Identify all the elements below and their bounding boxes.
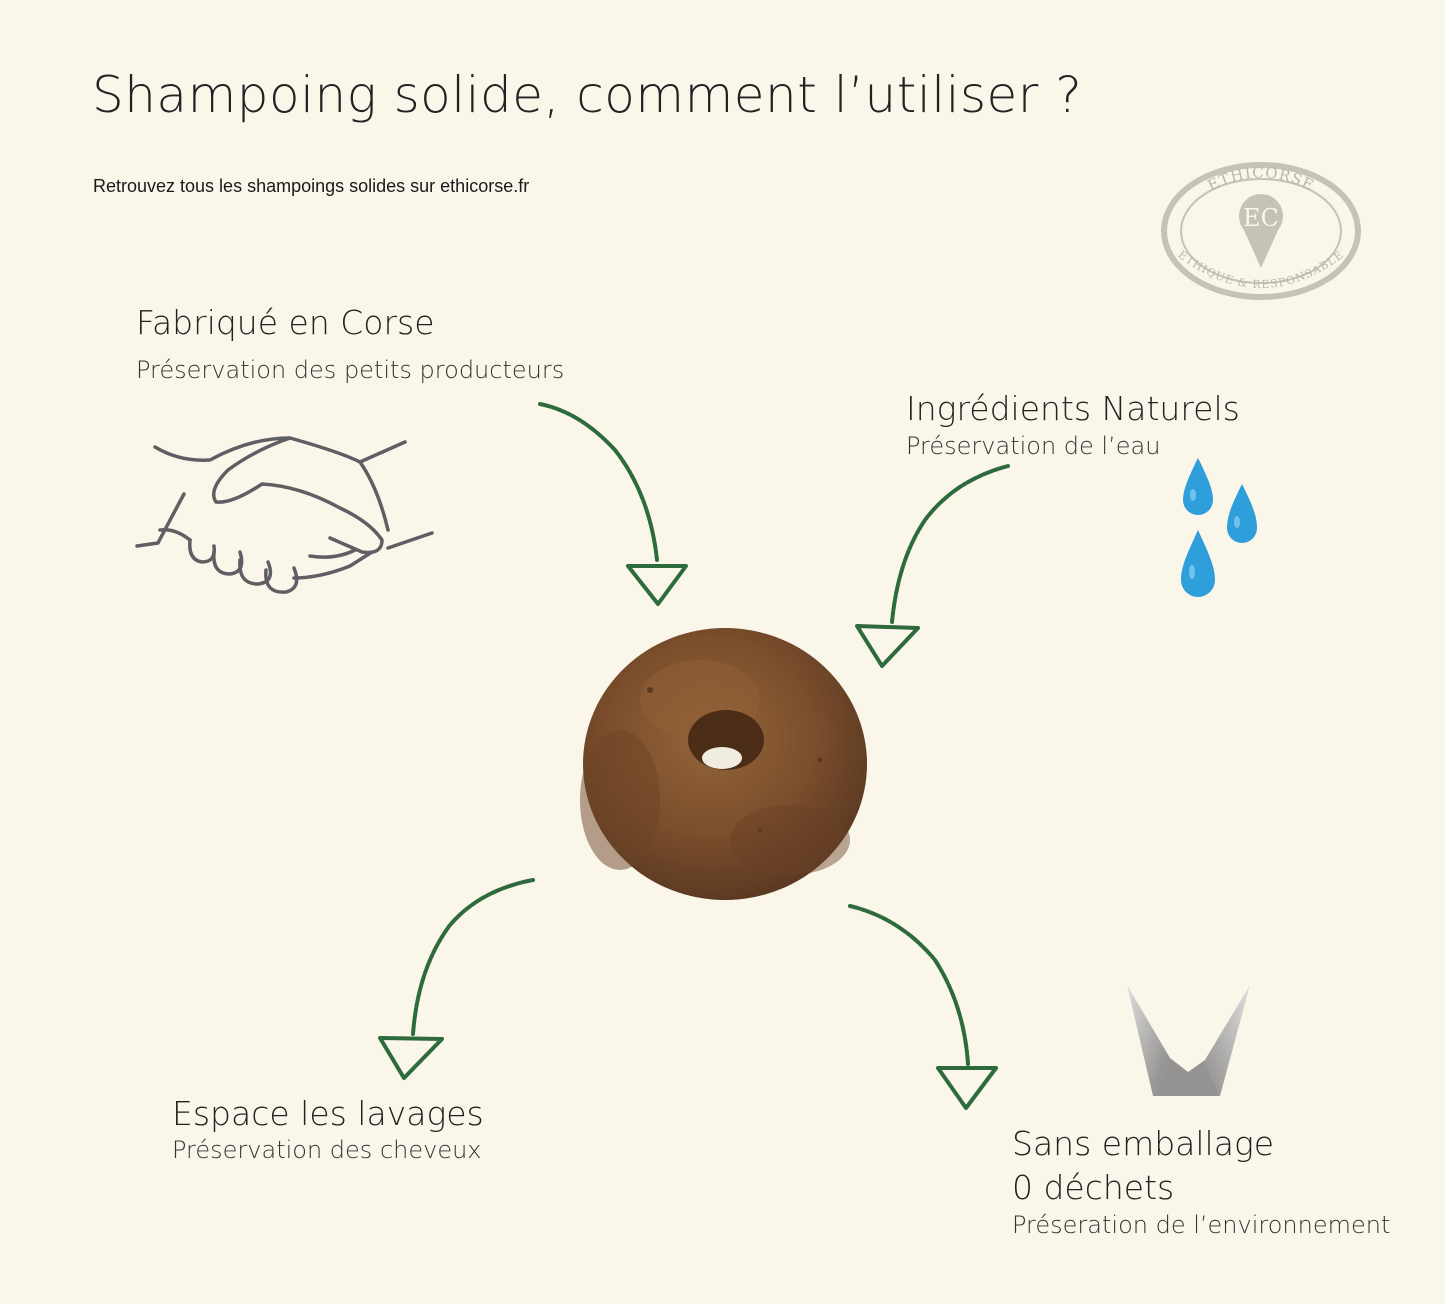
feature-naturels-sub: Préservation de l’eau xyxy=(906,432,1161,460)
feature-lavages-sub: Préservation des cheveux xyxy=(172,1136,482,1164)
arrow-lavages xyxy=(378,878,535,1080)
page-subtitle: Retrouvez tous les shampoings solides su… xyxy=(93,176,530,196)
arrow-corse xyxy=(538,402,688,606)
arrow-emballage xyxy=(848,904,998,1110)
feature-corse-sub: Préservation des petits producteurs xyxy=(136,356,565,384)
handshake-icon xyxy=(135,436,434,594)
logo-monogram: EC xyxy=(1243,204,1279,232)
ethicorse-logo: ETHICORSE ETHIQUE & RESPONSABLE EC xyxy=(1161,162,1361,300)
feature-naturels-title: Ingrédients Naturels xyxy=(906,389,1240,428)
feature-lavages-title: Espace les lavages xyxy=(172,1094,484,1133)
feature-emballage-title-2: 0 déchets xyxy=(1012,1168,1175,1207)
feature-emballage-sub: Préseration de l’environnement xyxy=(1012,1211,1391,1239)
water-drops-icon xyxy=(1181,458,1257,597)
arrow-naturels xyxy=(855,464,1010,668)
solid-shampoo-image xyxy=(580,628,867,900)
crown-icon xyxy=(1127,985,1250,1096)
page-title: Shampoing solide, comment l’utiliser ? xyxy=(92,66,1083,124)
feature-corse-title: Fabriqué en Corse xyxy=(136,303,435,342)
feature-emballage-title-1: Sans emballage xyxy=(1012,1124,1275,1163)
